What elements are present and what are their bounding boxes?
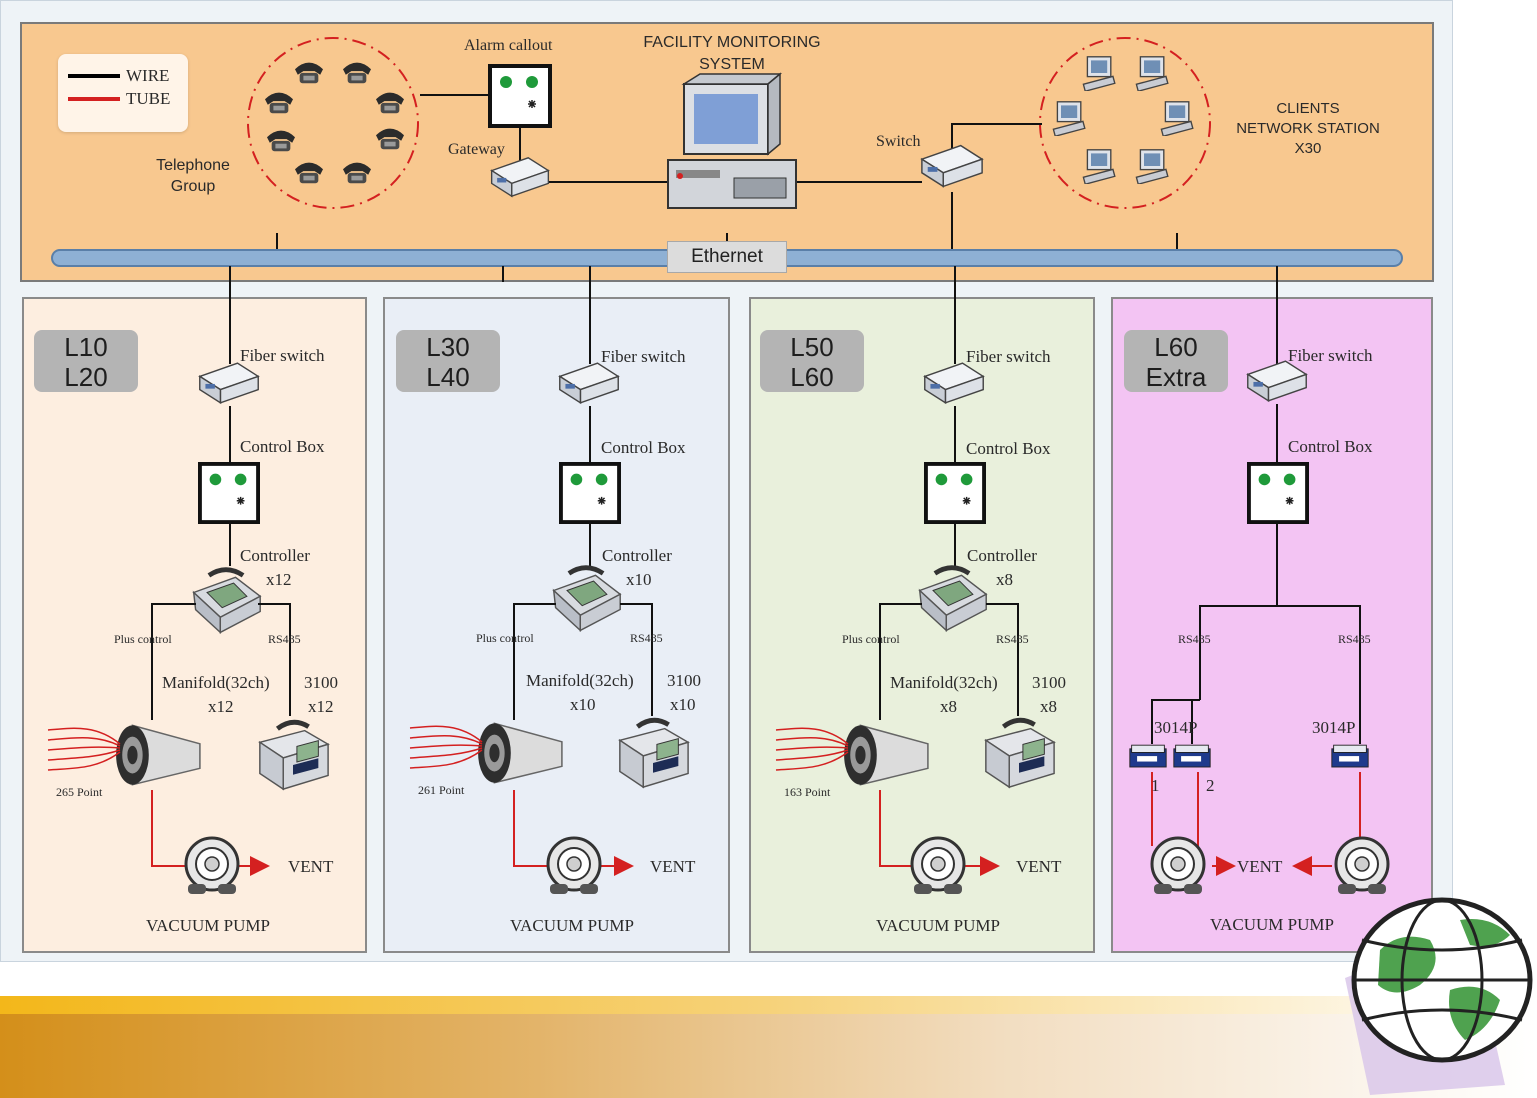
facility-monitoring-pc <box>667 72 797 209</box>
panel2-graphics <box>409 362 688 896</box>
line-badge-1: L10 L20 <box>34 330 138 392</box>
rs485-label: RS485 <box>996 632 1029 646</box>
telephone-group-ring <box>247 37 419 209</box>
panel3-graphics <box>775 362 1054 896</box>
vacuum-pump-label: VACUUM PUMP <box>510 916 634 935</box>
manifold-count: x10 <box>570 695 596 714</box>
line-badge-2-bottom: L40 <box>426 362 470 392</box>
line-badge-2-top: L30 <box>426 332 470 362</box>
clients-ring <box>1039 37 1211 209</box>
fiber-switch-label: Fiber switch <box>601 347 686 366</box>
line-badge-3-bottom: L60 <box>790 362 834 392</box>
counter-count: x10 <box>670 695 696 714</box>
facility-title-2: SYSTEM <box>699 56 765 73</box>
control-box-label: Control Box <box>1288 437 1373 456</box>
clients-label-3: X30 <box>1294 140 1322 157</box>
footer-gradient-stripe <box>0 996 1537 1014</box>
line-badge-4-bottom: Extra <box>1145 362 1207 392</box>
control-box-label: Control Box <box>240 437 325 456</box>
vent-label: VENT <box>288 857 334 876</box>
line-badge-1-top: L10 <box>64 332 108 362</box>
sensor-left-label: 3014P <box>1154 718 1198 737</box>
controller-label: Controller <box>240 546 310 565</box>
alarm-callout-label: Alarm callout <box>464 37 553 54</box>
counter-model: 3100 <box>1032 673 1066 692</box>
telephone-group-label-1: Telephone <box>156 157 230 174</box>
points-label: 265 Point <box>56 785 103 799</box>
controller-count: x8 <box>996 570 1013 589</box>
counter-model: 3100 <box>667 671 701 690</box>
rs485-right-label: RS485 <box>1338 632 1371 646</box>
line-badge-1-bottom: L20 <box>64 362 108 392</box>
controller-count: x10 <box>626 570 652 589</box>
line-badge-2: L30 L40 <box>396 330 500 392</box>
rs485-label: RS485 <box>630 631 663 645</box>
telephone-group-label-2: Group <box>170 178 216 195</box>
manifold-label: Manifold(32ch) <box>162 673 270 692</box>
vent-label: VENT <box>1016 857 1062 876</box>
legend-tube-label: TUBE <box>126 89 171 108</box>
counter-model: 3100 <box>304 673 338 692</box>
fiber-switch-label: Fiber switch <box>240 346 325 365</box>
manifold-count: x8 <box>940 697 957 716</box>
ethernet-drops <box>229 266 1278 364</box>
manifold-count: x12 <box>208 697 234 716</box>
ethernet-label: Ethernet <box>667 241 787 273</box>
controller-label: Controller <box>967 546 1037 565</box>
plus-control-label: Plus control <box>114 632 172 646</box>
counter-count: x12 <box>308 697 334 716</box>
points-label: 261 Point <box>418 783 465 797</box>
line-badge-3-top: L50 <box>790 332 834 362</box>
fiber-switch-label: Fiber switch <box>1288 346 1373 365</box>
sensor-number-1: 1 <box>1151 776 1160 795</box>
control-box-label: Control Box <box>601 438 686 457</box>
vacuum-pump-label: VACUUM PUMP <box>1210 915 1334 934</box>
clients-label-1: CLIENTS <box>1276 100 1340 117</box>
clients-label-2: NETWORK STATION <box>1236 120 1380 137</box>
sensor-right-label: 3014P <box>1312 718 1356 737</box>
legend <box>58 54 188 132</box>
manifold-label: Manifold(32ch) <box>526 671 634 690</box>
plus-control-label: Plus control <box>842 632 900 646</box>
line-badge-4-top: L60 <box>1154 332 1198 362</box>
legend-wire-label: WIRE <box>126 66 170 85</box>
vacuum-pump-label: VACUUM PUMP <box>876 916 1000 935</box>
vent-label: VENT <box>650 857 696 876</box>
line-badge-4: L60 Extra <box>1124 330 1228 392</box>
switch-label: Switch <box>876 133 921 150</box>
panel-l10-l20 <box>22 297 367 953</box>
manifold-label: Manifold(32ch) <box>890 673 998 692</box>
control-box-label: Control Box <box>966 439 1051 458</box>
controller-label: Controller <box>602 546 672 565</box>
vacuum-pump-label: VACUUM PUMP <box>146 916 270 935</box>
line-badge-3: L50 L60 <box>760 330 864 392</box>
facility-title-1: FACILITY MONITORING <box>643 34 821 51</box>
controller-count: x12 <box>266 570 292 589</box>
counter-count: x8 <box>1040 697 1057 716</box>
panel4-graphics <box>1129 360 1390 896</box>
fiber-switch-label: Fiber switch <box>966 347 1051 366</box>
rs485-left-label: RS485 <box>1178 632 1211 646</box>
vent-label: VENT <box>1237 857 1283 876</box>
plus-control-label: Plus control <box>476 631 534 645</box>
rs485-label: RS485 <box>268 632 301 646</box>
points-label: 163 Point <box>784 785 831 799</box>
sensor-number-2: 2 <box>1206 776 1215 795</box>
gateway-label: Gateway <box>448 141 505 158</box>
panel1-graphics <box>47 362 328 896</box>
